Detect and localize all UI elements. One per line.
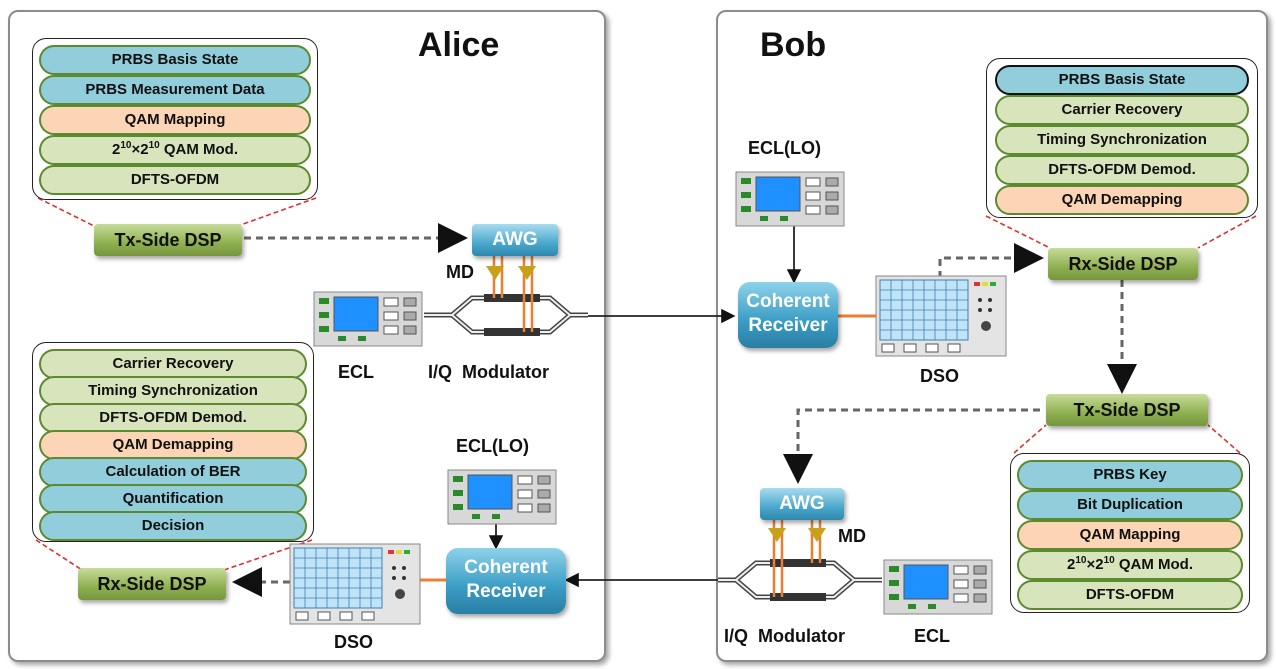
bob-tx-dsp-stack: PRBS Key Bit Duplication QAM Mapping 210… <box>1010 453 1250 613</box>
alice-md-driver-icon <box>486 266 504 280</box>
alice-ecl-lo-icon <box>447 469 557 525</box>
bob-qam-base-1: 2 <box>1066 556 1076 573</box>
alice-iq-modulator-label: I/Q Modulator <box>428 362 549 382</box>
bob-rx-side-dsp: Rx-Side DSP <box>1048 248 1198 280</box>
bob-rx-dsp-stack: PRBS Basis State Carrier Recovery Timing… <box>986 58 1258 218</box>
alice-title: Alice <box>418 26 500 64</box>
bob-qam-exp-2: 10 <box>1103 555 1115 566</box>
bob-ecl-lo-icon <box>735 171 845 227</box>
bob-dfts-ofdm: DFTS-OFDM <box>1017 580 1243 610</box>
bob-ecl-icon <box>883 559 993 615</box>
bob-dso-to-rx-arrow <box>938 243 1044 278</box>
alice-receiver-label: Receiver <box>466 581 546 602</box>
alice-dso-label: DSO <box>334 632 374 652</box>
bob-prbs-key: PRBS Key <box>1017 460 1243 490</box>
alice-qam-times: × <box>131 141 141 158</box>
alice-rx-dsp-stack: Carrier Recovery Timing Synchronization … <box>32 342 314 542</box>
alice-ecl-lo-label: ECL(LO) <box>456 436 529 456</box>
alice-qam-demapping: QAM Demapping <box>39 430 307 460</box>
alice-ecl-icon <box>313 291 423 347</box>
bob-qam-mod-label: QAM Mod. <box>1118 556 1194 573</box>
alice-rx-side-dsp: Rx-Side DSP <box>78 568 226 600</box>
bob-iq-modulator-label: I/Q Modulator <box>724 626 845 646</box>
alice-coherent-receiver: Coherent Receiver <box>446 548 566 614</box>
bob-carrier-recovery: Carrier Recovery <box>995 95 1249 125</box>
alice-ecl-label: ECL <box>338 362 374 382</box>
callout-lines <box>35 197 1257 571</box>
alice-awg: AWG <box>472 224 558 256</box>
bob-ecl-label: ECL <box>914 626 950 646</box>
alice-prbs-basis-state: PRBS Basis State <box>39 45 311 75</box>
bob-md-label: MD <box>838 526 866 546</box>
bob-bit-duplication: Bit Duplication <box>1017 490 1243 520</box>
bob-md-driver-icon <box>768 528 786 542</box>
alice-qam-mod: 210×210 QAM Mod. <box>39 135 311 165</box>
bob-dfts-ofdm-demod: DFTS-OFDM Demod. <box>995 155 1249 185</box>
bob-dso-icon <box>875 275 1007 357</box>
alice-md-label: MD <box>446 262 474 282</box>
bob-iq-modulator <box>718 516 882 601</box>
bob-tx-to-awg-arrow <box>783 408 1040 484</box>
alice-qam-exp-2: 10 <box>148 140 160 151</box>
alice-tx-dsp-stack: PRBS Basis State PRBS Measurement Data Q… <box>32 38 318 200</box>
alice-dfts-ofdm-demod: DFTS-OFDM Demod. <box>39 403 307 433</box>
alice-qam-base-2: 2 <box>140 141 149 158</box>
alice-qam-exp-1: 10 <box>120 140 132 151</box>
alice-coherent-label: Coherent <box>464 557 548 578</box>
bob-title: Bob <box>760 26 827 64</box>
alice-timing-sync: Timing Synchronization <box>39 376 307 406</box>
alice-qam-base-1: 2 <box>111 141 121 158</box>
alice-dso-icon <box>289 543 421 625</box>
alice-quantification: Quantification <box>39 484 307 514</box>
bob-qam-times: × <box>1086 556 1096 573</box>
bob-coherent-receiver: Coherent Receiver <box>738 282 838 348</box>
alice-qam-mapping: QAM Mapping <box>39 105 311 135</box>
bob-awg: AWG <box>760 488 844 520</box>
bob-ecl-lo-label: ECL(LO) <box>748 138 821 158</box>
alice-calculation-ber: Calculation of BER <box>39 457 307 487</box>
alice-tx-side-dsp: Tx-Side DSP <box>94 224 242 256</box>
bob-prbs-basis-state: PRBS Basis State <box>995 65 1249 95</box>
bob-dso-label: DSO <box>920 366 960 386</box>
bob-tx-side-dsp: Tx-Side DSP <box>1046 394 1208 426</box>
alice-prbs-measurement-data: PRBS Measurement Data <box>39 75 311 105</box>
bob-receiver-label: Receiver <box>748 315 828 336</box>
alice-decision: Decision <box>39 511 307 541</box>
bob-coherent-label: Coherent <box>746 291 830 312</box>
alice-iq-modulator <box>424 255 588 336</box>
alice-carrier-recovery: Carrier Recovery <box>39 349 307 379</box>
bob-qam-demapping: QAM Demapping <box>995 185 1249 215</box>
bob-qam-mod: 210×210 QAM Mod. <box>1017 550 1243 580</box>
alice-dfts-ofdm: DFTS-OFDM <box>39 165 311 195</box>
bob-qam-mapping: QAM Mapping <box>1017 520 1243 550</box>
alice-qam-mod-label: QAM Mod. <box>163 141 239 158</box>
bob-qam-exp-1: 10 <box>1075 555 1087 566</box>
bob-timing-sync: Timing Synchronization <box>995 125 1249 155</box>
bob-qam-base-2: 2 <box>1095 556 1104 573</box>
